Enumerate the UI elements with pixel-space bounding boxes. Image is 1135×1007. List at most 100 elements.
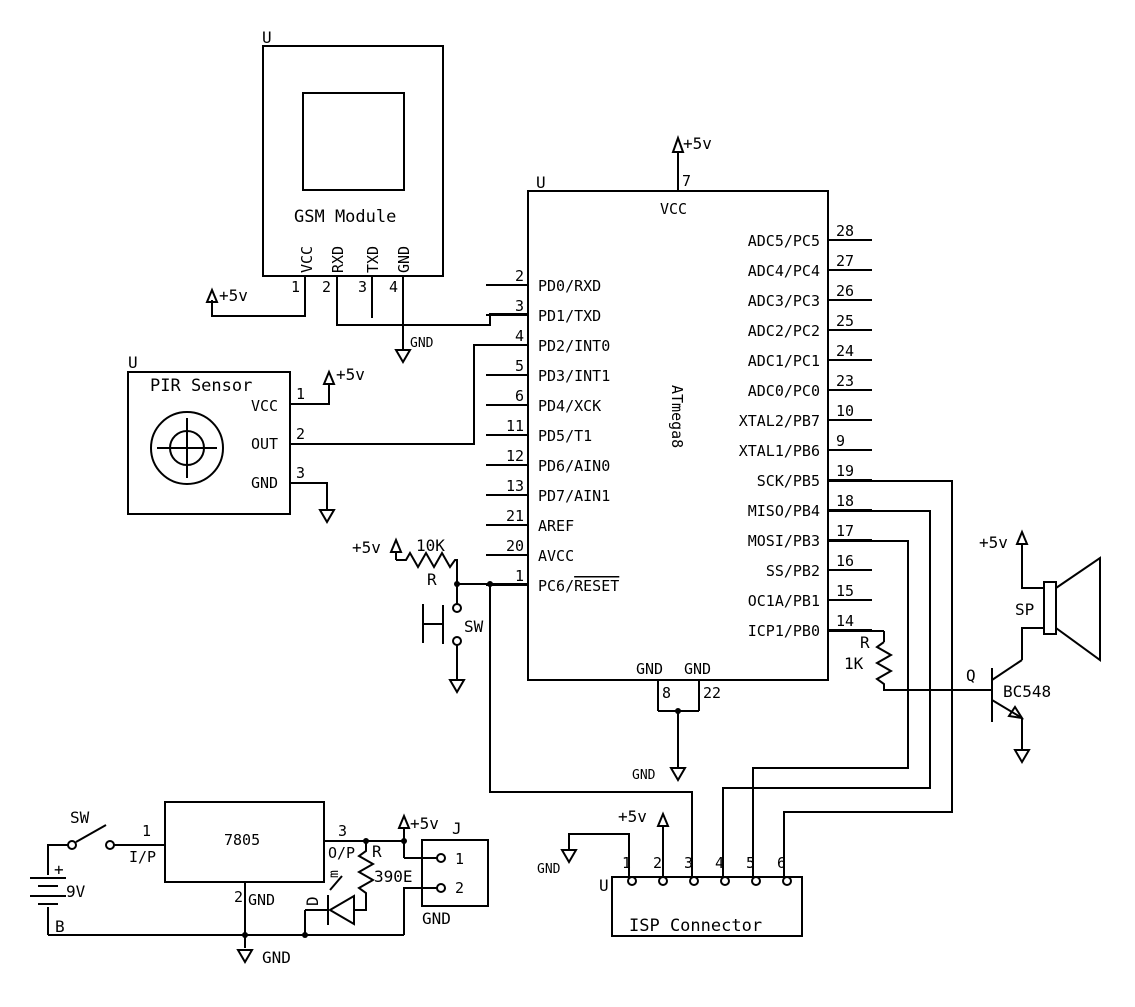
mcu-left-pins: 2PD0/RXD3PD1/TXD4PD2/INT05PD3/INT16PD4/X… bbox=[486, 267, 619, 595]
atmega8: U +5v 7 VCC ATmega8 2PD0/RXD3PD1/TXD4PD2… bbox=[486, 134, 872, 783]
transistor-ref: Q bbox=[966, 666, 976, 685]
reg-gnd-pin: 2 bbox=[234, 888, 243, 906]
mcu-pin-name: AVCC bbox=[538, 547, 574, 565]
isp-pin-dot bbox=[782, 876, 792, 886]
jumper-pin-2-dot bbox=[436, 883, 446, 893]
jumper-pin-1: 1 bbox=[455, 850, 464, 868]
mcu-pin-number: 1 bbox=[515, 567, 524, 585]
mcu-pin-number: 9 bbox=[836, 432, 845, 450]
pir-vcc-wire bbox=[290, 384, 330, 405]
mcu-pin-number: 18 bbox=[836, 492, 854, 510]
mcu-pin-name: MISO/PB4 bbox=[748, 502, 820, 520]
gsm-ref: U bbox=[262, 28, 272, 47]
gsm-pin-name-rxd: RXD bbox=[329, 246, 347, 273]
mcu-pin-name: PD5/T1 bbox=[538, 427, 592, 445]
mcu-pin-name: PD0/RXD bbox=[538, 277, 601, 295]
mcu-vcc-label: VCC bbox=[660, 200, 687, 218]
mcu-gnd-pin-8: 8 bbox=[662, 684, 671, 702]
mcu-pin-name: PD3/INT1 bbox=[538, 367, 610, 385]
jumper-pin-1-dot bbox=[436, 853, 446, 863]
reg-input-label: I/P bbox=[129, 848, 156, 866]
power-switch-lever bbox=[75, 824, 107, 843]
mcu-right-pins: 28ADC5/PC527ADC4/PC426ADC3/PC325ADC2/PC2… bbox=[739, 222, 872, 640]
transistor-emitter bbox=[991, 699, 1023, 719]
isp-pin-dot bbox=[751, 876, 761, 886]
pir-pin-num-3: 3 bbox=[296, 464, 305, 482]
mcu-pin-name: ADC0/PC0 bbox=[748, 382, 820, 400]
isp-pin-number: 6 bbox=[777, 854, 786, 872]
isp-gnd-wire bbox=[568, 833, 630, 877]
power-gnd-label: GND bbox=[262, 948, 291, 967]
gsm-supply-arrow bbox=[205, 287, 219, 303]
power-switch-ref: SW bbox=[70, 808, 90, 827]
mcu-pin-name: ADC2/PC2 bbox=[748, 322, 820, 340]
gsm-module: U GSM Module VCC RXD TXD GND 1 2 3 4 +5v… bbox=[205, 28, 444, 364]
pir-pin-name-gnd: GND bbox=[251, 474, 278, 492]
mcu-pin-number: 20 bbox=[506, 537, 524, 555]
mcu-pin-number: 2 bbox=[515, 267, 524, 285]
mcu-pin-name: XTAL2/PB7 bbox=[739, 412, 820, 430]
isp-gnd-label: GND bbox=[537, 862, 561, 877]
jumper-gnd-label: GND bbox=[422, 909, 451, 928]
pir-supply-label: +5v bbox=[336, 365, 365, 384]
regulator-label: 7805 bbox=[224, 831, 260, 849]
mcu-pin-number: 16 bbox=[836, 552, 854, 570]
mcu-pin-number: 13 bbox=[506, 477, 524, 495]
mcu-gnd-label-8: GND bbox=[636, 660, 663, 678]
isp-title: ISP Connector bbox=[629, 916, 762, 936]
isp-pin-number: 5 bbox=[746, 854, 755, 872]
speaker-resistor-ref: R bbox=[860, 633, 870, 652]
mcu-pin-name: PC6/RESET bbox=[538, 577, 619, 595]
mcu-supply-arrow bbox=[671, 135, 685, 153]
speaker-driver: R 1K Q BC548 +5v SP bbox=[828, 529, 1101, 764]
mcu-pin-name: ADC5/PC5 bbox=[748, 232, 820, 250]
isp-pin-dot bbox=[658, 876, 668, 886]
led-resistor-value: 390E bbox=[374, 867, 413, 886]
reset-resistor-ref: R bbox=[427, 570, 437, 589]
gsm-pin-name-txd: TXD bbox=[364, 246, 382, 273]
jumper-body bbox=[421, 839, 489, 907]
mcu-pin-name: OC1A/PB1 bbox=[748, 592, 820, 610]
reset-supply-arrow bbox=[389, 537, 403, 553]
mcu-pin-number: 28 bbox=[836, 222, 854, 240]
gsm-vcc-wire bbox=[211, 276, 306, 317]
mcu-pin-number: 6 bbox=[515, 387, 524, 405]
isp-pin-dot bbox=[627, 876, 637, 886]
pir-body bbox=[127, 371, 291, 515]
reg-gnd-label: GND bbox=[248, 891, 275, 909]
reset-switch-contact-bottom bbox=[452, 636, 462, 646]
gsm-pin-name-gnd: GND bbox=[395, 246, 413, 273]
mcu-pin-number: 3 bbox=[515, 297, 524, 315]
reset-circuit: +5v 10K R SW bbox=[352, 536, 528, 694]
mcu-pin-name: AREF bbox=[538, 517, 574, 535]
power-supply: + 9V B SW 1 I/P 7805 3 O/P 2 GND GND R 3… bbox=[30, 801, 489, 967]
gsm-pin-num-1: 1 bbox=[291, 278, 300, 296]
mcu-vcc-pin: 7 bbox=[682, 172, 691, 190]
mcu-pin-number: 15 bbox=[836, 582, 854, 600]
wire-reset-to-isp3 bbox=[489, 584, 693, 877]
mcu-pin-name: PD2/INT0 bbox=[538, 337, 610, 355]
speaker-ref: SP bbox=[1015, 600, 1034, 619]
mcu-pin-number: 10 bbox=[836, 402, 854, 420]
mcu-pin-number: 23 bbox=[836, 372, 854, 390]
pir-pin-num-1: 1 bbox=[296, 385, 305, 403]
mcu-pin-number: 11 bbox=[506, 417, 524, 435]
power-switch-contact-1 bbox=[67, 840, 77, 850]
gsm-pin-num-4: 4 bbox=[389, 278, 398, 296]
reset-resistor-value: 10K bbox=[416, 536, 445, 555]
speaker-supply-label: +5v bbox=[979, 533, 1008, 552]
mcu-pin-number: 14 bbox=[836, 612, 854, 630]
gnd-rail-junction-1 bbox=[242, 932, 248, 938]
power-switch-contact-2 bbox=[105, 840, 115, 850]
mcu-pin-number: 4 bbox=[515, 327, 524, 345]
battery-plus: + bbox=[54, 860, 64, 879]
mcu-pin-name: ADC4/PC4 bbox=[748, 262, 820, 280]
pir-ref: U bbox=[128, 353, 138, 372]
speaker-resistor-value: 1K bbox=[844, 654, 864, 673]
mcu-pin-name: SCK/PB5 bbox=[757, 472, 820, 490]
mcu-pin-name: MOSI/PB3 bbox=[748, 532, 820, 550]
reg-input-pin: 1 bbox=[142, 822, 151, 840]
mcu-pin-number: 19 bbox=[836, 462, 854, 480]
